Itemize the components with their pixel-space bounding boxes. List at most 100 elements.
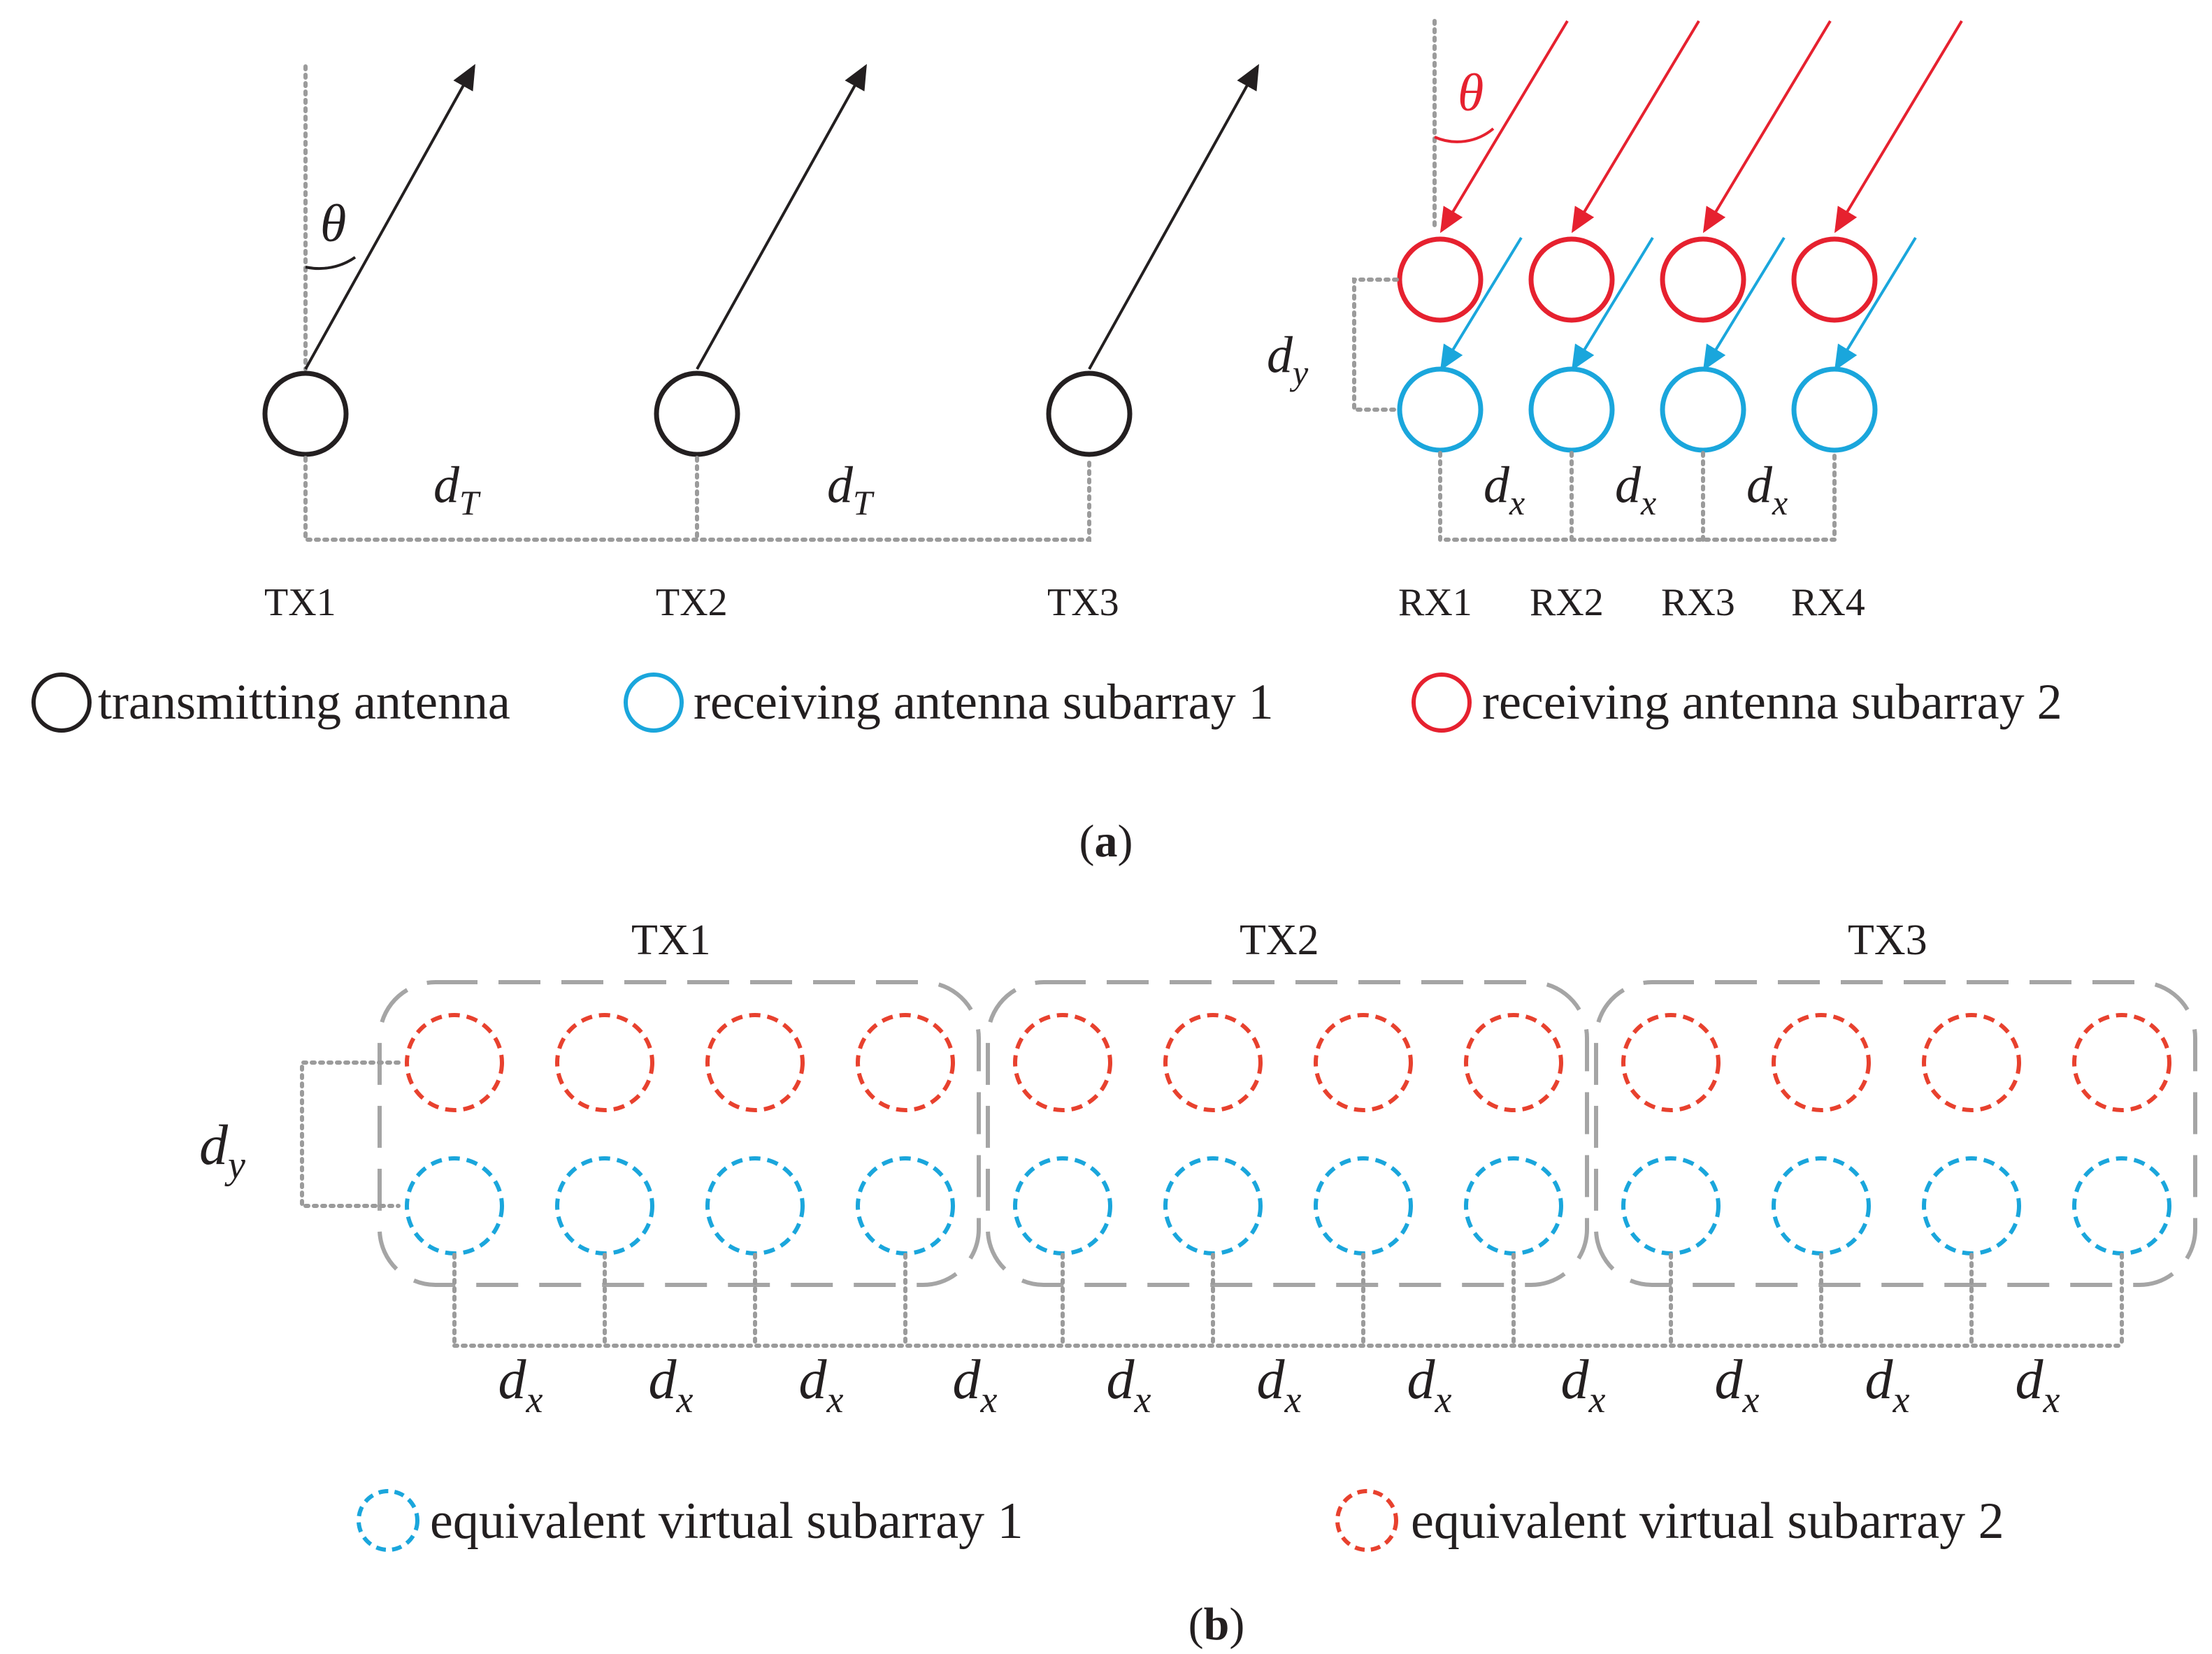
legend-virtual1-icon (357, 1489, 419, 1552)
legend-virtual2-icon (1335, 1489, 1398, 1552)
rx3-blue-arrow (1702, 236, 1786, 371)
virtual-elements (405, 1013, 2171, 1256)
tx1-label: TX1 (264, 581, 336, 624)
legend-rx1-icon (624, 673, 684, 733)
virtual-spacing-dx-6: dx (1257, 1349, 1302, 1421)
virtual-spacing-dx-8: dx (1561, 1349, 1606, 1421)
panel-a-label: (a) (1079, 816, 1133, 867)
rx4-subarray2-antenna (1791, 236, 1878, 323)
virtual-subarray1-element (1772, 1156, 1871, 1256)
rx4-subarray1-antenna (1791, 366, 1878, 453)
tx1-antenna (262, 371, 349, 457)
virtual-spacing-dx-1: dx (498, 1349, 543, 1421)
rx3-label: RX3 (1661, 581, 1735, 624)
virtual-subarray1-element (2072, 1156, 2171, 1256)
legend-b: equivalent virtual subarray 1 equivalent… (357, 1489, 2004, 1552)
rx-section: θ dy dx dx dx RX1 (1267, 19, 1963, 624)
rx3-subarray2-antenna (1660, 236, 1746, 323)
virtual-spacing-dx-5: dx (1107, 1349, 1151, 1421)
virtual-subarray1-element (1464, 1156, 1563, 1256)
virtual-subarray1-element (856, 1156, 955, 1256)
virtual-subarray2-element (1163, 1013, 1263, 1112)
virtual-subarray2-element (705, 1013, 805, 1112)
legend-tx-icon (31, 673, 92, 733)
panel-b: TX1 TX2 TX3 dy dx dx dx dx dx dx dx dx dx dx dx eq… (199, 916, 2197, 1650)
virtual-spacing-dx-7: dx (1407, 1349, 1452, 1421)
rx1-red-arrow (1439, 20, 1569, 233)
group-box-tx3 (1594, 980, 2197, 1287)
group-box-tx1 (378, 980, 981, 1287)
tx-section: θ dT dT TX1 TX2 TX3 (262, 64, 1259, 624)
rx4-blue-arrow (1834, 236, 1917, 371)
rx2-label: RX2 (1530, 581, 1604, 624)
panel-b-label: (b) (1188, 1599, 1245, 1650)
virtual-spacing-dx-2: dx (649, 1349, 694, 1421)
virtual-subarray2-element (1314, 1013, 1413, 1112)
virtual-dx-bracket (452, 1253, 2124, 1348)
virtual-subarray1-element (1621, 1156, 1721, 1256)
virtual-subarray2-element (1621, 1013, 1721, 1112)
rx4-red-arrow (1834, 20, 1963, 233)
virtual-subarray2-element (856, 1013, 955, 1112)
rx-spacing-dx-3: dx (1746, 456, 1788, 522)
rx1-subarray1-antenna (1397, 366, 1484, 453)
tx1-direction-arrow (304, 64, 475, 370)
virtual-spacing-dx-10: dx (1865, 1349, 1910, 1421)
rx-spacing-dy: dy (1267, 326, 1309, 392)
tx-theta-arc (305, 256, 357, 271)
virtual-subarray2-element (1464, 1013, 1563, 1112)
rx-theta-arc (1434, 127, 1495, 143)
legend-rx2-text: receiving antenna subarray 2 (1482, 674, 2062, 730)
tx-spacing-dT-2: dT (827, 456, 875, 522)
virtual-subarray2-element (1922, 1013, 2021, 1112)
rx1-subarray2-antenna (1397, 236, 1484, 323)
virtual-spacing-dx-9: dx (1715, 1349, 1760, 1421)
virtual-subarray1-element (1163, 1156, 1263, 1256)
legend-virtual1-text: equivalent virtual subarray 1 (430, 1493, 1024, 1550)
rx-theta-symbol: θ (1458, 64, 1484, 122)
virtual-subarray1-element (705, 1156, 805, 1256)
group-label-tx3: TX3 (1848, 916, 1927, 964)
tx2-label: TX2 (656, 581, 728, 624)
rx2-subarray1-antenna (1528, 366, 1615, 453)
group-label-tx1: TX1 (631, 916, 711, 964)
rx-spacing-dx-2: dx (1615, 456, 1656, 522)
virtual-subarray2-element (555, 1013, 654, 1112)
virtual-spacing-dx-4: dx (953, 1349, 998, 1421)
legend-rx1-text: receiving antenna subarray 1 (694, 674, 1274, 730)
virtual-subarray2-element (1772, 1013, 1871, 1112)
rx3-subarray1-antenna (1660, 366, 1746, 453)
group-box-tx2 (986, 980, 1589, 1287)
rx2-red-arrow (1571, 20, 1700, 233)
rx2-blue-arrow (1571, 236, 1654, 371)
virtual-dx-labels: dx dx dx dx dx dx dx dx dx dx dx (498, 1349, 2060, 1421)
tx3-antenna (1046, 371, 1133, 457)
rx3-red-arrow (1702, 20, 1832, 233)
virtual-subarray1-element (1013, 1156, 1112, 1256)
virtual-subarray1-element (405, 1156, 504, 1256)
tx-theta-symbol: θ (320, 194, 346, 253)
rx1-label: RX1 (1398, 581, 1472, 624)
virtual-spacing-dx-3: dx (799, 1349, 844, 1421)
virtual-subarray2-element (1013, 1013, 1112, 1112)
legend-virtual2-text: equivalent virtual subarray 2 (1411, 1493, 2004, 1550)
rx1-blue-arrow (1439, 236, 1523, 371)
rx-dy-bracket (1352, 278, 1399, 412)
rx4-label: RX4 (1791, 581, 1865, 624)
virtual-subarray1-element (555, 1156, 654, 1256)
rx-dx-bracket (1438, 451, 1837, 542)
rx2-subarray2-antenna (1528, 236, 1615, 323)
virtual-spacing-dx-11: dx (2016, 1349, 2060, 1421)
tx2-antenna (654, 371, 740, 457)
virtual-spacing-dy: dy (199, 1113, 245, 1187)
tx3-label: TX3 (1047, 581, 1119, 624)
legend-tx-text: transmitting antenna (98, 674, 510, 730)
tx-spacing-dT-1: dT (433, 456, 481, 522)
legend-rx2-icon (1412, 673, 1472, 733)
virtual-subarray2-element (405, 1013, 504, 1112)
virtual-subarray1-element (1314, 1156, 1413, 1256)
group-label-tx2: TX2 (1240, 916, 1319, 964)
tx3-direction-arrow (1088, 64, 1259, 370)
rx-spacing-dx-1: dx (1484, 456, 1525, 522)
